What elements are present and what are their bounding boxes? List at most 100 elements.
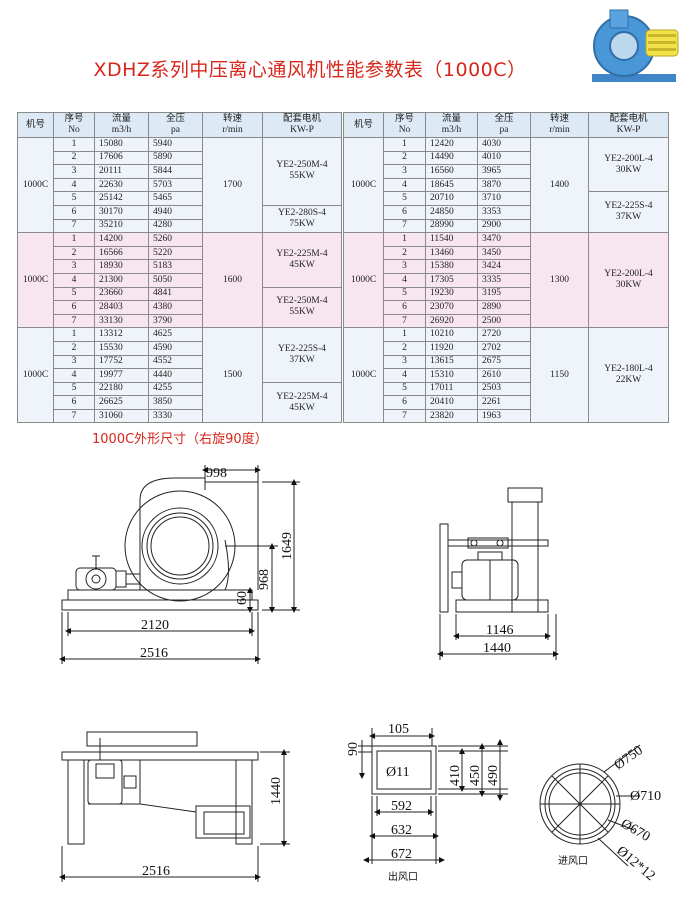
pressure-cell: 2720 <box>477 327 531 342</box>
dim-front-center-height: 968 <box>257 569 272 590</box>
flow-cell: 15310 <box>425 368 478 383</box>
seq-cell: 3 <box>53 259 95 274</box>
flow-cell: 13615 <box>425 354 478 370</box>
flow-cell: 23070 <box>425 300 478 315</box>
seq-cell: 7 <box>383 313 426 329</box>
motor-model: YE2-200L-4 <box>604 153 653 164</box>
dim-inlet-710: Ø710 <box>630 789 661 804</box>
motor-power: 30KW <box>615 280 642 291</box>
dim-front-width-mid: 2120 <box>141 618 169 633</box>
motor-power: 22KW <box>615 375 642 386</box>
pressure-cell: 3710 <box>477 191 531 206</box>
bottom-view-drawing <box>59 731 290 882</box>
dim-outlet-632: 632 <box>391 823 412 838</box>
flow-cell: 17752 <box>94 354 149 370</box>
flow-cell: 20710 <box>425 191 478 206</box>
seq-cell: 6 <box>53 300 95 315</box>
flow-cell: 10210 <box>425 327 478 342</box>
flow-cell: 22180 <box>94 381 149 397</box>
seq-cell: 4 <box>53 368 95 383</box>
dim-outlet-450: 450 <box>468 765 483 786</box>
flow-cell: 26920 <box>425 313 478 329</box>
seq-cell: 1 <box>383 137 426 152</box>
flow-cell: 15380 <box>425 259 478 274</box>
dim-outlet-592: 592 <box>391 799 412 814</box>
dim-inlet-holes: Ø12*12 <box>613 844 657 884</box>
flow-cell: 15530 <box>94 340 149 356</box>
motor-model: YE2-250M-4 <box>276 296 328 307</box>
flow-cell: 17011 <box>425 381 478 397</box>
flow-cell: 14490 <box>425 150 478 166</box>
speed-cell: 1600 <box>202 232 263 329</box>
model-cell: 1000C <box>17 136 54 234</box>
pressure-cell: 3790 <box>148 313 203 329</box>
motor-model: YE2-180L-4 <box>604 364 653 375</box>
dim-outlet-90: 90 <box>346 742 361 756</box>
pressure-cell: 4010 <box>477 150 531 166</box>
pressure-cell: 2500 <box>477 313 531 329</box>
seq-cell: 2 <box>383 150 426 166</box>
header-model: 机号 <box>17 112 54 138</box>
seq-cell: 4 <box>53 177 95 193</box>
model-cell: 1000C <box>17 232 54 329</box>
seq-cell: 2 <box>383 245 426 261</box>
flow-cell: 12420 <box>425 137 478 152</box>
outlet-label: 出风口 <box>388 870 418 883</box>
dim-side-width-mid: 1146 <box>486 623 513 638</box>
flow-cell: 26625 <box>94 395 149 410</box>
pressure-cell: 2702 <box>477 340 531 356</box>
motor-power: 75KW <box>289 219 315 230</box>
dim-front-base: 60 <box>235 591 250 605</box>
seq-cell: 3 <box>383 354 426 370</box>
flow-cell: 16566 <box>94 245 149 261</box>
dim-bottom-height: 1440 <box>269 777 284 805</box>
pressure-cell: 1963 <box>477 408 531 424</box>
outlet-flange-drawing <box>358 728 508 864</box>
fan-photo <box>592 9 679 82</box>
dim-outlet-hole: Ø11 <box>386 765 410 780</box>
dim-outlet-105: 105 <box>388 722 409 737</box>
dim-side-width-total: 1440 <box>483 641 511 656</box>
motor-power: 45KW <box>289 402 315 413</box>
inlet-label: 进风口 <box>558 855 588 867</box>
motor-model: YE2-200L-4 <box>604 269 653 280</box>
header-model: 机号 <box>343 112 384 138</box>
dim-inlet-670: Ø670 <box>618 816 652 845</box>
dim-front-width-total: 2516 <box>140 646 168 661</box>
motor-model: YE2-225S-4 <box>604 201 653 212</box>
motor-model: YE2-225M-4 <box>276 248 328 259</box>
pressure-cell: 2610 <box>477 368 531 383</box>
seq-cell: 4 <box>383 272 426 288</box>
seq-cell: 6 <box>383 300 426 315</box>
pressure-cell: 4255 <box>148 381 203 397</box>
